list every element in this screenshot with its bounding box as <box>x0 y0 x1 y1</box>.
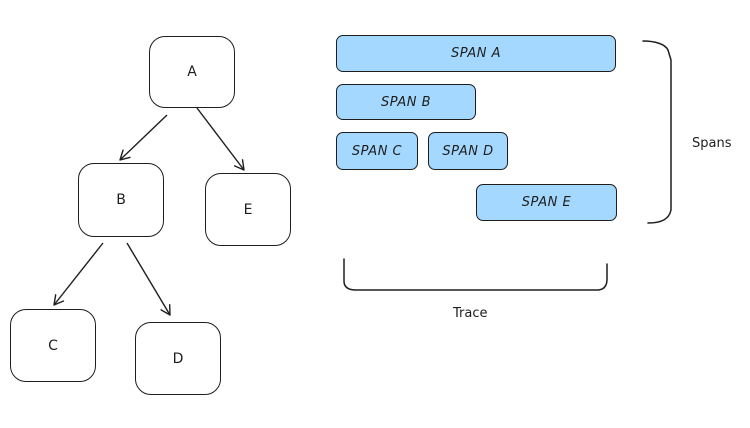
span-a: SPAN A <box>336 35 616 72</box>
span-e: SPAN E <box>476 184 617 221</box>
spans-label: Spans <box>692 136 732 151</box>
tree-node-d: D <box>135 322 221 395</box>
edge-b-d <box>126 242 171 316</box>
tree-node-a: A <box>149 36 235 108</box>
trace-label: Trace <box>453 306 488 321</box>
trace-brace <box>343 258 608 291</box>
edge-a-e <box>196 107 245 171</box>
edge-b-c <box>53 242 104 306</box>
span-c: SPAN C <box>336 132 418 170</box>
spans-brace <box>642 40 672 224</box>
edge-a-b <box>119 114 168 161</box>
tree-node-b: B <box>78 163 164 237</box>
span-d: SPAN D <box>428 132 508 170</box>
tree-node-e: E <box>205 173 291 246</box>
span-b: SPAN B <box>336 84 476 120</box>
tree-node-c: C <box>10 309 96 382</box>
